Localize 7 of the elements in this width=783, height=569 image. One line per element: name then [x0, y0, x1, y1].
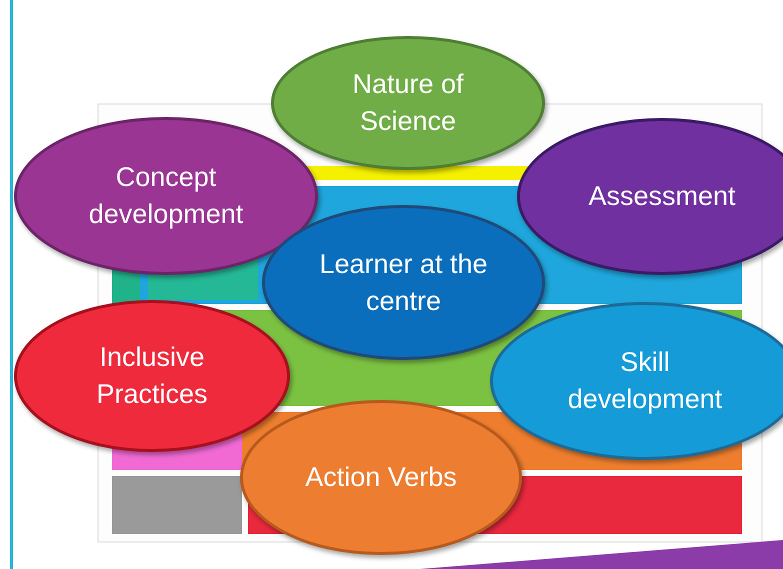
ellipse-label: Learner at the centre — [318, 248, 488, 318]
ellipse-label: Action Verbs — [305, 461, 457, 494]
ellipse-label: Concept development — [88, 161, 244, 231]
ellipse-label: Skill development — [566, 346, 724, 416]
ellipse-label: Inclusive Practices — [95, 341, 209, 411]
ellipse-label: Assessment — [588, 180, 736, 213]
ellipse-label: Nature of Science — [351, 68, 465, 138]
